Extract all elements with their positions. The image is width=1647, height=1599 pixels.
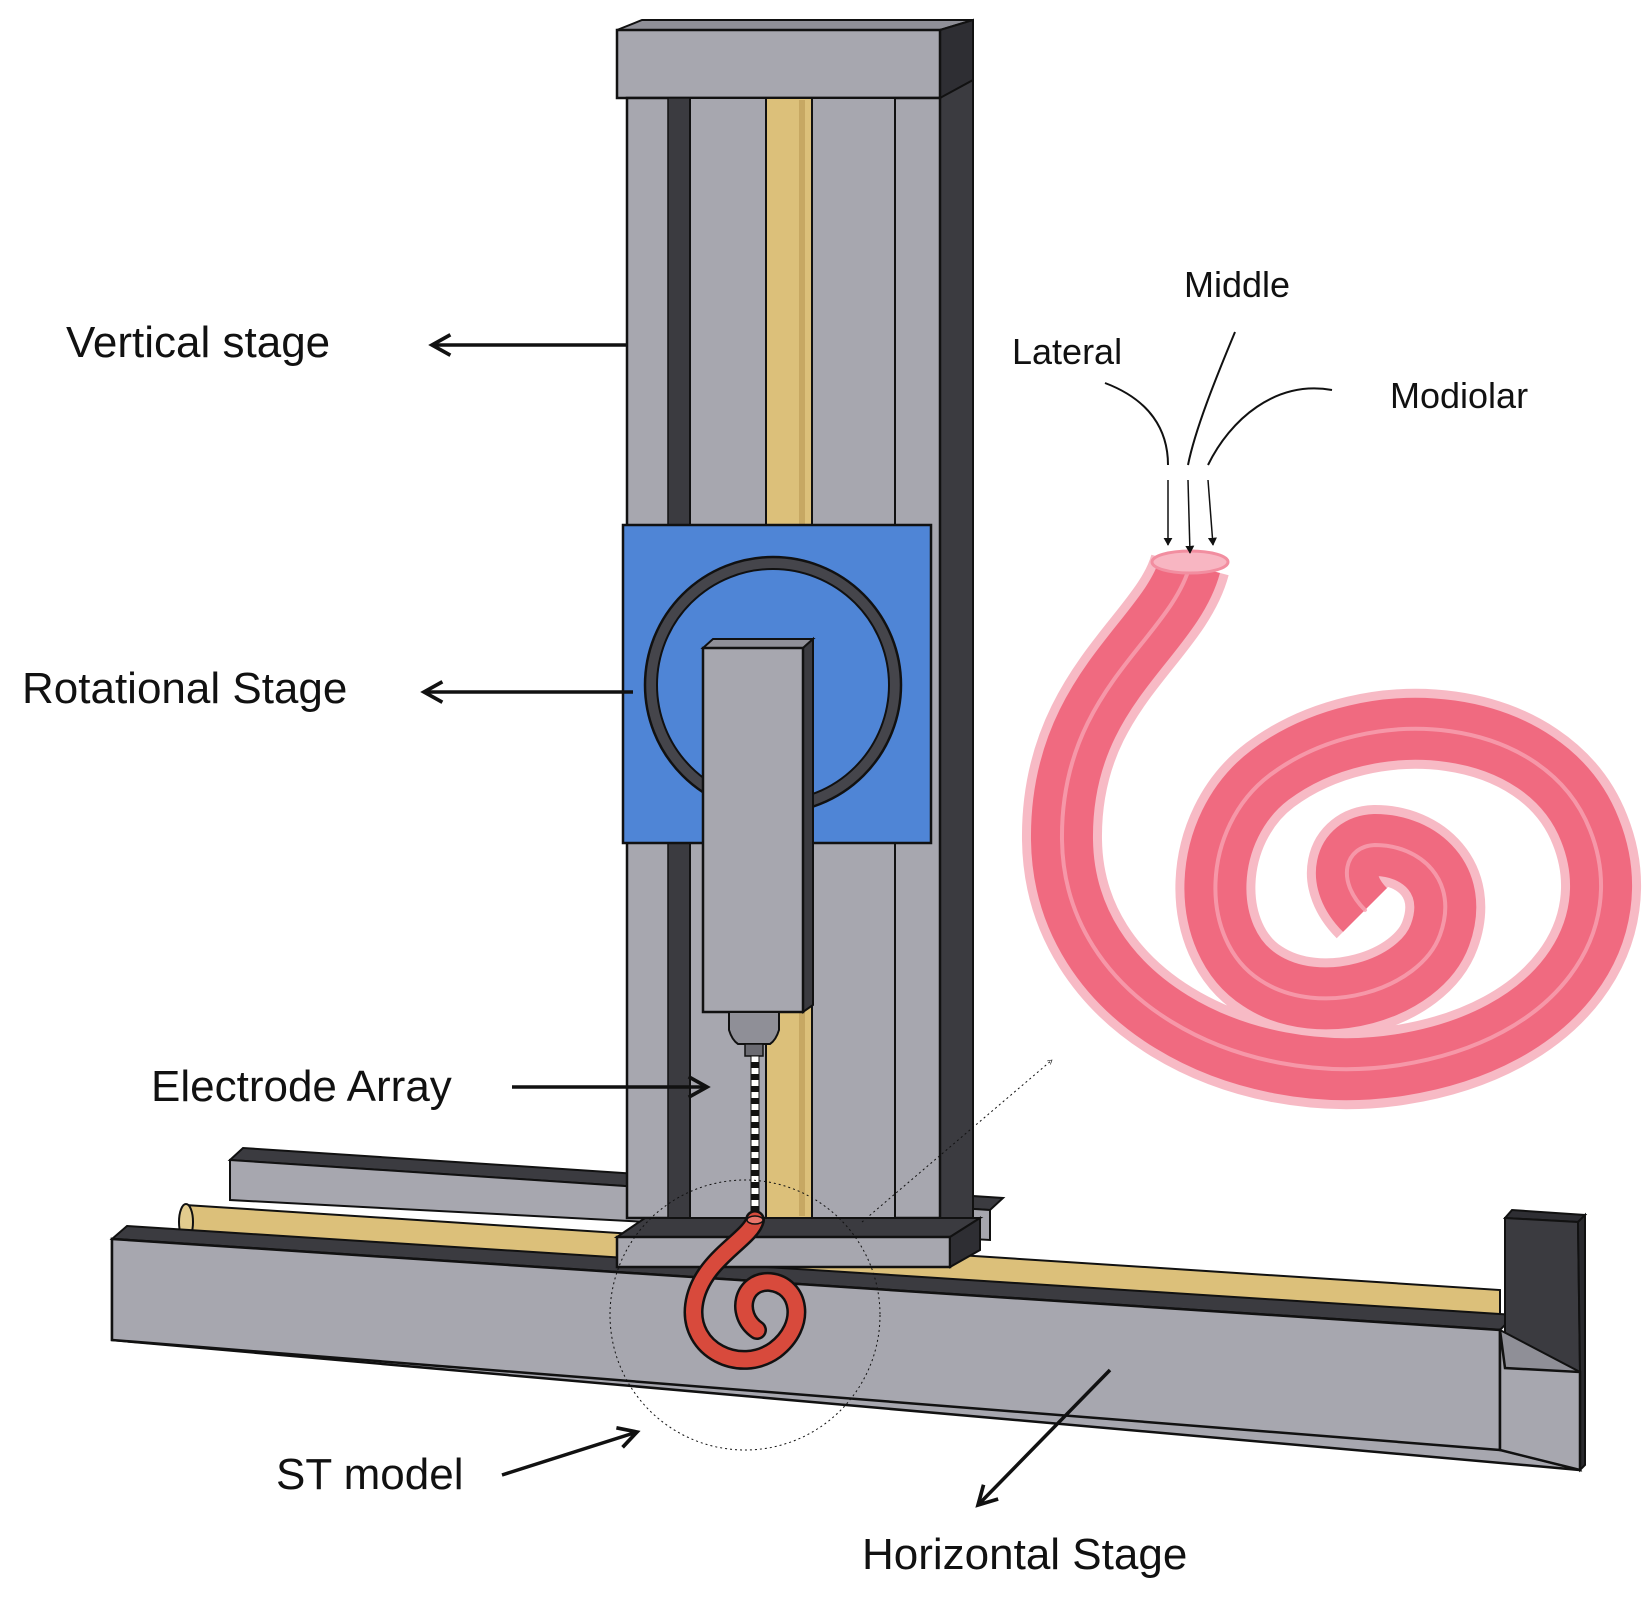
st-model-arrow <box>501 1426 641 1477</box>
modiolar-curve <box>1207 387 1333 466</box>
st-model-enlarged <box>1021 549 1641 1110</box>
insertion-position-arrows <box>1104 331 1333 554</box>
horizontal-stage <box>109 1146 1588 1473</box>
arm-side <box>802 636 814 1014</box>
electrode-array-label: Electrode Array <box>151 1062 452 1111</box>
middle-curve <box>1187 331 1236 466</box>
st-model-small <box>683 1210 807 1370</box>
rotational-stage-label: Rotational Stage <box>22 664 348 713</box>
base-right-block <box>1498 1329 1582 1472</box>
middle-label: Middle <box>1184 264 1291 305</box>
foot-plate-front <box>615 1235 952 1269</box>
electrode-holder-neck <box>744 1043 764 1057</box>
st-model-label: ST model <box>276 1450 464 1499</box>
modiolar-label: Modiolar <box>1390 375 1529 416</box>
electrode-holder <box>728 1011 780 1045</box>
magnification-circle <box>609 1179 881 1451</box>
electrode-contacts <box>751 1062 759 1212</box>
column-side <box>939 38 974 1242</box>
foot-plate-side <box>949 1216 981 1269</box>
label-arrows <box>420 333 1112 1508</box>
top-cap-front <box>615 28 942 100</box>
modiolar-arrow <box>1207 479 1217 546</box>
horizontal-stage-arrow <box>975 1368 1112 1508</box>
lateral-label: Lateral <box>1012 331 1123 372</box>
middle-arrow <box>1185 479 1195 554</box>
foot-plate-top <box>613 1217 984 1238</box>
vertical-stage-label: Vertical stage <box>66 318 331 367</box>
horizontal-stage-label: Horizontal Stage <box>862 1530 1188 1579</box>
arm-front <box>701 646 805 1014</box>
arm-top <box>700 638 816 649</box>
electrode-array <box>750 1055 760 1217</box>
rotational-stage <box>621 523 933 1057</box>
st-model-opening <box>1150 549 1230 575</box>
end-block-side <box>1576 1212 1586 1473</box>
lateral-curve <box>1104 382 1169 466</box>
magnification-leader <box>861 1059 1053 1223</box>
top-cap-top <box>616 19 974 31</box>
